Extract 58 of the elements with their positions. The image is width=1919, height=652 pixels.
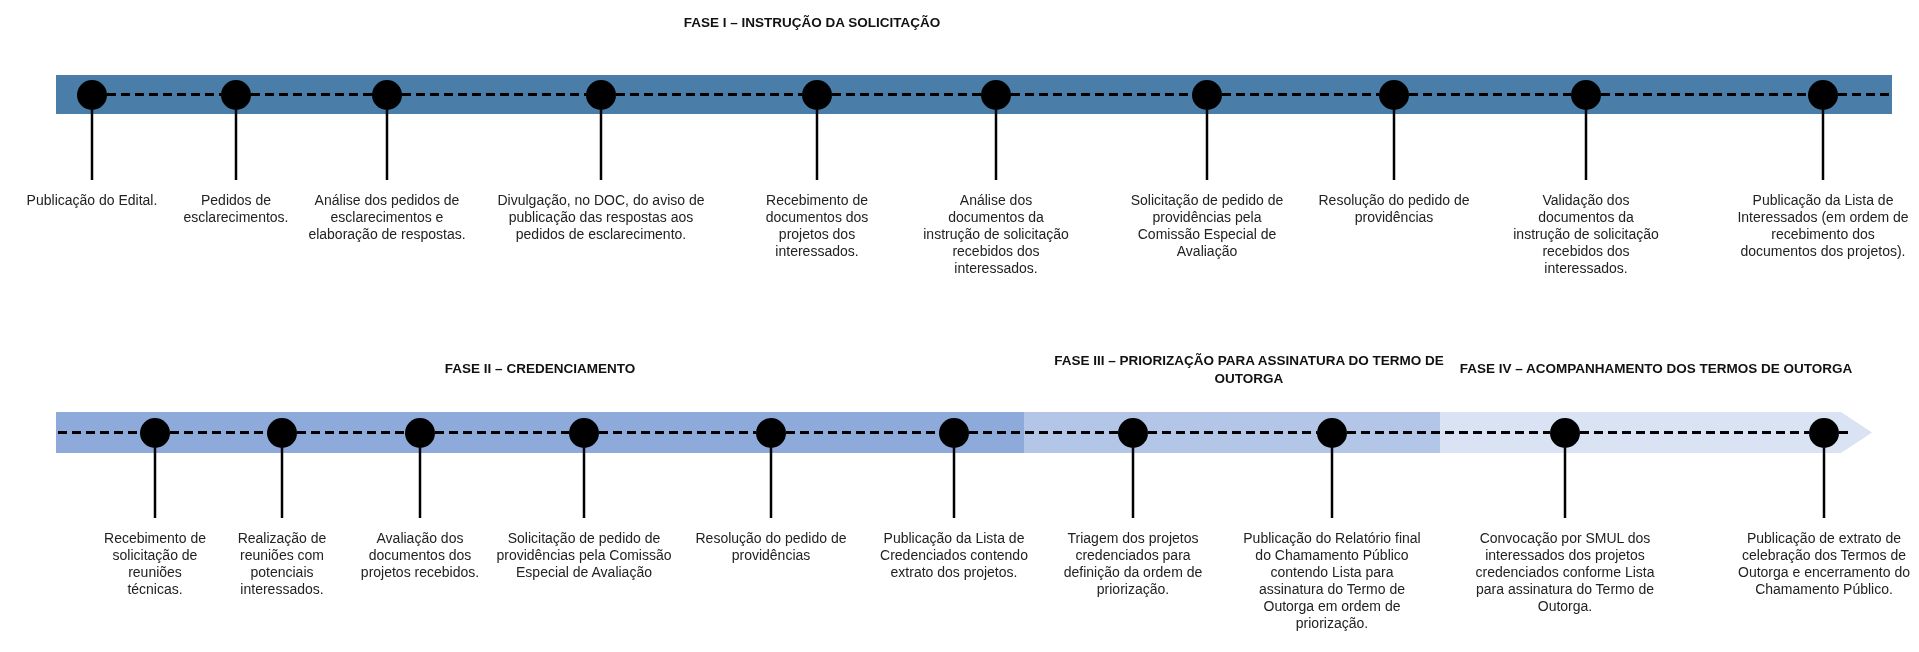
dashed-connector bbox=[616, 93, 802, 96]
leader-line bbox=[1563, 447, 1567, 518]
milestone-text: Publicação da Lista de Interessados (em ordem de recebimento dos documentos dos projetos). bbox=[1733, 180, 1913, 260]
dashed-connector bbox=[251, 93, 372, 96]
dashed-connector bbox=[107, 93, 221, 96]
milestone-text: Resolução do pedido de providências bbox=[691, 518, 851, 564]
leader-line bbox=[234, 109, 238, 180]
milestone-text: Publicação de extrato de celebração dos Termos de Outorga e encerramento do Chamamento Público. bbox=[1734, 518, 1914, 598]
milestone-text: Publicação do Relatório final do Chamamento Público contendo Lista para assinatura do Termo de Outorga em ordem de priorização. bbox=[1237, 518, 1427, 632]
leader-line bbox=[153, 447, 157, 518]
leader-line bbox=[280, 447, 284, 518]
dashed-connector bbox=[435, 431, 569, 434]
dashed-connector bbox=[1580, 431, 1809, 434]
milestone-text: Pedidos de esclarecimentos. bbox=[171, 180, 301, 226]
leader-line bbox=[385, 109, 389, 180]
phase-heading: FASE I – INSTRUÇÃO DA SOLICITAÇÃO bbox=[682, 14, 942, 32]
leader-line bbox=[815, 109, 819, 180]
milestone-text: Divulgação, no DOC, do aviso de publicação das respostas aos pedidos de esclarecimento. bbox=[496, 180, 706, 243]
dashed-connector bbox=[599, 431, 756, 434]
dashed-connector bbox=[1222, 93, 1379, 96]
milestone-text: Publicação do Edital. bbox=[17, 180, 167, 209]
phase-heading: FASE IV – ACOMPANHAMENTO DOS TERMOS DE OUTORGA bbox=[1458, 360, 1854, 378]
phase-heading: FASE III – PRIORIZAÇÃO PARA ASSINATURA DO TERMO DE OUTORGA bbox=[1054, 352, 1444, 388]
leader-line bbox=[1821, 109, 1825, 180]
milestone-text: Avaliação dos documentos dos projetos recebidos. bbox=[355, 518, 485, 581]
dashed-connector bbox=[1409, 93, 1571, 96]
leader-line bbox=[769, 447, 773, 518]
phase-heading: FASE II – CREDENCIAMENTO bbox=[443, 360, 637, 378]
milestone-text: Publicação da Lista de Credenciados contendo extrato dos projetos. bbox=[869, 518, 1039, 581]
milestone-text: Validação dos documentos da instrução de solicitação recebidos dos interessados. bbox=[1511, 180, 1661, 277]
leader-line bbox=[1205, 109, 1209, 180]
dashed-connector bbox=[1347, 431, 1550, 434]
dashed-connector bbox=[297, 431, 405, 434]
dashed-connector bbox=[1601, 93, 1808, 96]
leader-line bbox=[1330, 447, 1334, 518]
leader-line bbox=[90, 109, 94, 180]
milestone-text: Convocação por SMUL dos interessados dos projetos credenciados conforme Lista para assinatura do Termo de Outorga. bbox=[1465, 518, 1665, 615]
milestone-text: Recebimento de documentos dos projetos dos interessados. bbox=[742, 180, 892, 260]
leader-line bbox=[1822, 447, 1826, 518]
leader-line bbox=[1392, 109, 1396, 180]
milestone-text: Triagem dos projetos credenciados para definição da ordem de priorização. bbox=[1048, 518, 1218, 598]
milestone-text: Solicitação de pedido de providências pela Comissão Especial de Avaliação bbox=[494, 518, 674, 581]
milestone-text: Resolução do pedido de providências bbox=[1314, 180, 1474, 226]
leader-line bbox=[582, 447, 586, 518]
leader-line bbox=[599, 109, 603, 180]
leader-line bbox=[952, 447, 956, 518]
milestone-text: Análise dos documentos da instrução de solicitação recebidos dos interessados. bbox=[921, 180, 1071, 277]
milestone-text: Análise dos pedidos de esclarecimentos e elaboração de respostas. bbox=[302, 180, 472, 243]
milestone-text: Realização de reuniões com potenciais interessados. bbox=[222, 518, 342, 598]
leader-line bbox=[994, 109, 998, 180]
dashed-connector bbox=[969, 431, 1118, 434]
milestone-text: Recebimento de solicitação de reuniões técnicas. bbox=[100, 518, 210, 598]
leader-line bbox=[1584, 109, 1588, 180]
dashed-connector bbox=[832, 93, 981, 96]
leader-line bbox=[1131, 447, 1135, 518]
dashed-connector bbox=[402, 93, 586, 96]
leader-line bbox=[418, 447, 422, 518]
milestone-text: Solicitação de pedido de providências pela Comissão Especial de Avaliação bbox=[1122, 180, 1292, 260]
